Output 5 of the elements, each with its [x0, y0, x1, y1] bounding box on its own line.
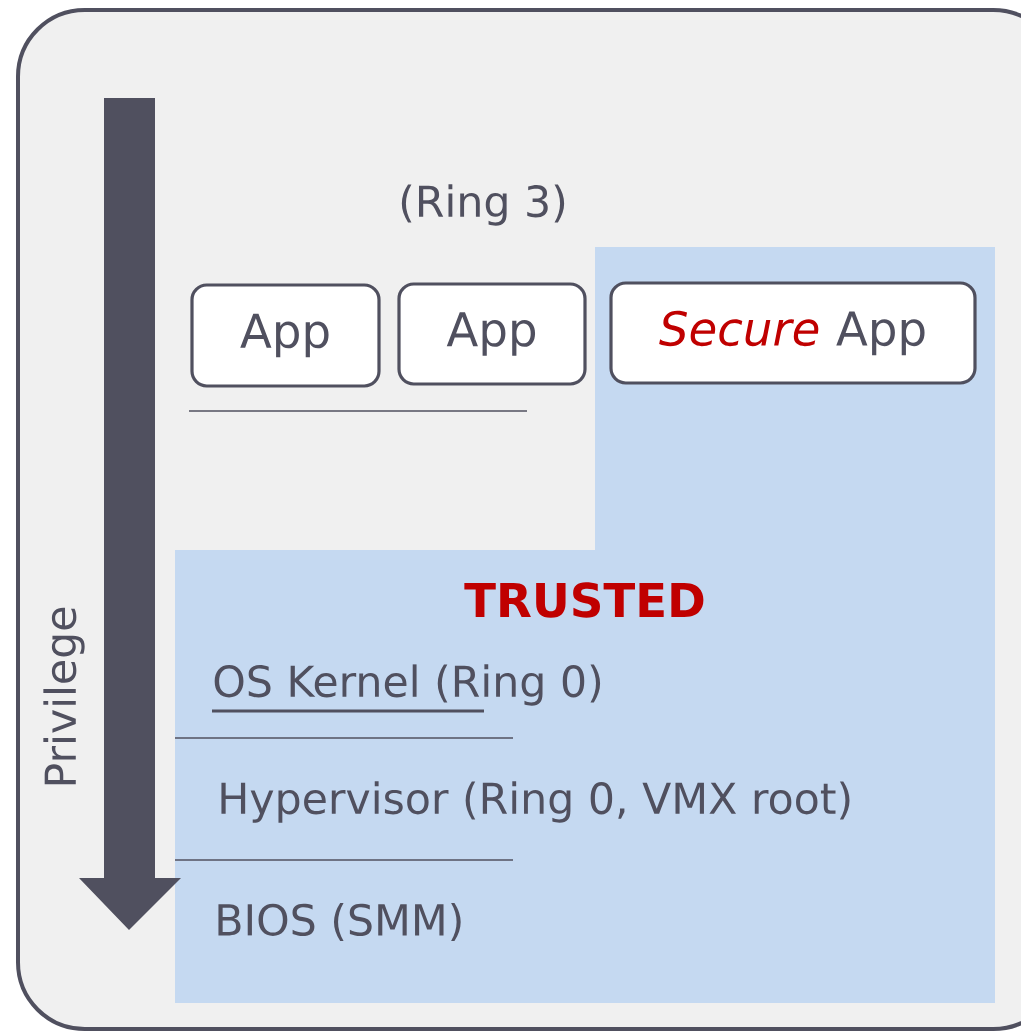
axis-label: Privilege — [43, 607, 85, 785]
app-box: App — [190, 283, 381, 388]
app-box: Secure App — [609, 281, 977, 385]
ring-label: (Ring 3) — [401, 184, 565, 226]
app-box: App — [397, 282, 587, 386]
